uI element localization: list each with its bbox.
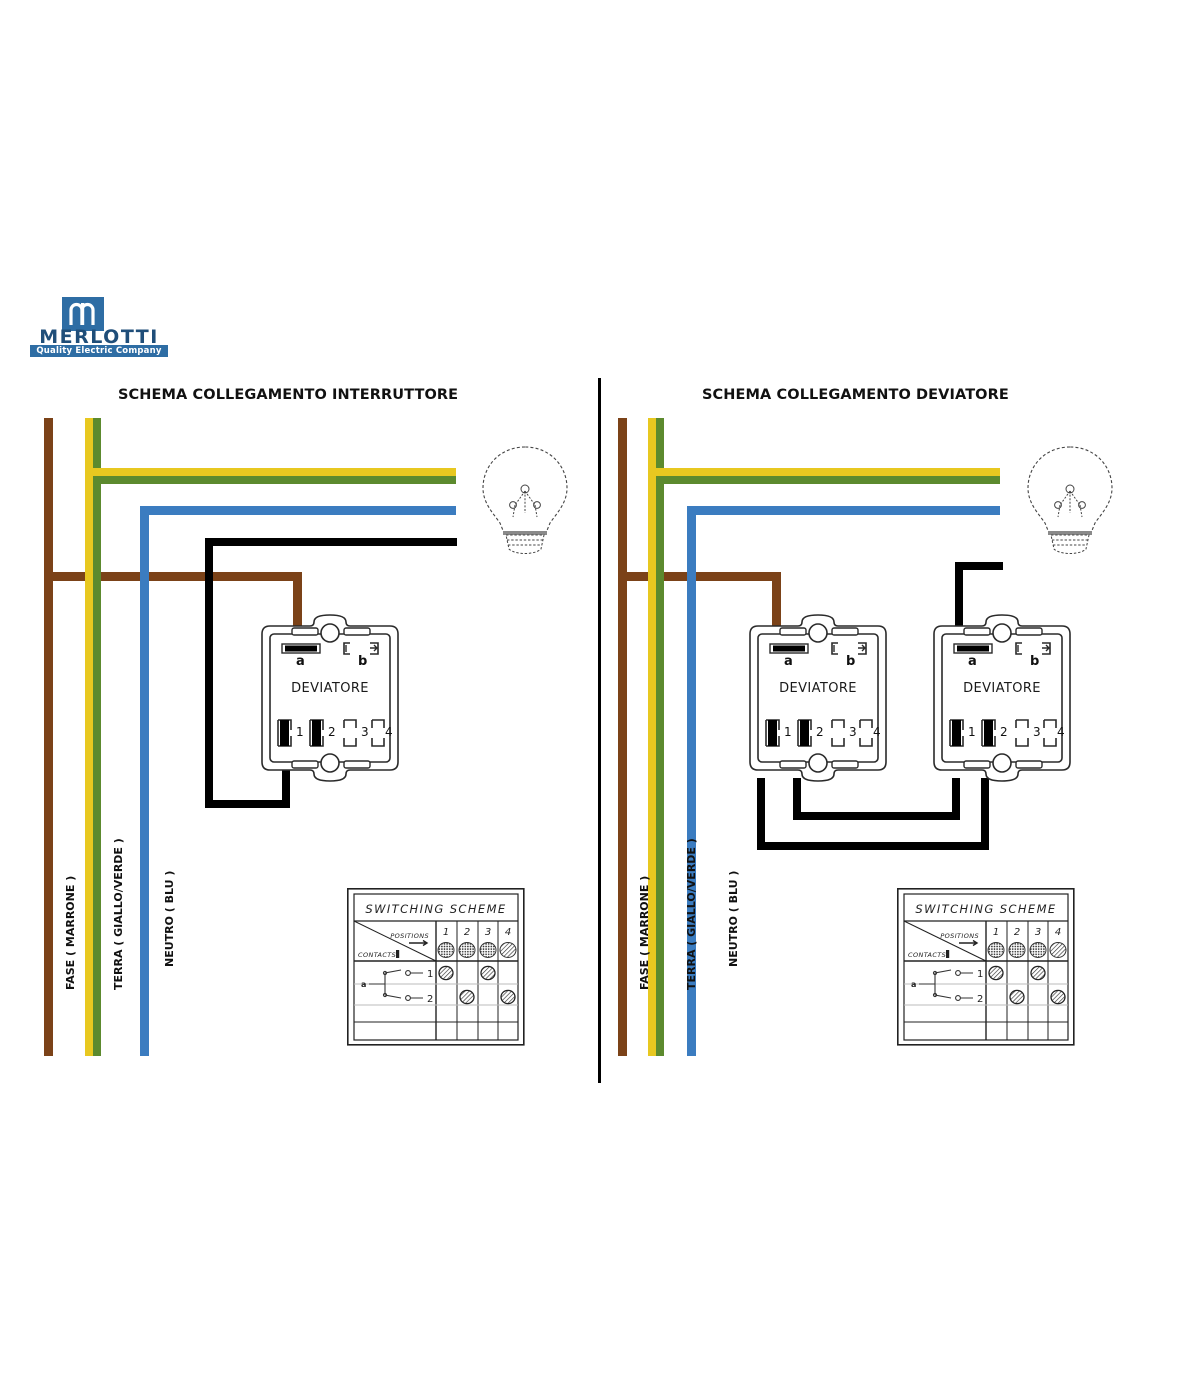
- svg-text:3: 3: [1035, 927, 1041, 938]
- device-name-label: DEVIATORE: [291, 681, 369, 696]
- wire-label-neutro-left: NEUTRO ( BLU ): [163, 870, 176, 967]
- svg-text:1: 1: [427, 969, 433, 980]
- svg-text:1: 1: [993, 927, 999, 938]
- terminal-4-connector: [1043, 719, 1057, 747]
- device-terminal-label-4: 4: [385, 725, 393, 739]
- device-terminal-label-b: b: [846, 654, 856, 669]
- terminal-2-connector: [981, 719, 996, 747]
- wire-label-terra-left: TERRA ( GIALLO/VERDE ): [112, 838, 125, 990]
- svg-text:2: 2: [464, 927, 470, 938]
- wire-switched-black-right: [955, 562, 1003, 630]
- light-bulb-icon-left: [482, 446, 568, 554]
- device-terminal-label-2: 2: [328, 725, 336, 739]
- device-terminal-label-4: 4: [1057, 725, 1065, 739]
- svg-text:a: a: [911, 980, 916, 989]
- svg-text:2: 2: [977, 994, 983, 1005]
- terminal-a-connector: [953, 643, 993, 654]
- terminal-4-connector: [371, 719, 385, 747]
- device-terminal-label-3: 3: [1033, 725, 1041, 739]
- terminal-b-connector: [831, 642, 867, 655]
- logo-tagline-text: Quality Electric Company: [36, 346, 162, 356]
- terminal-b-connector: [1015, 642, 1051, 655]
- light-bulb-icon-right: [1027, 446, 1113, 554]
- svg-text:POSITIONS: POSITIONS: [390, 932, 429, 940]
- device-terminal-label-3: 3: [361, 725, 369, 739]
- device-terminal-label-1: 1: [296, 725, 304, 739]
- terminal-1-connector: [949, 719, 964, 747]
- device-terminal-label-4: 4: [873, 725, 881, 739]
- wire-travelers-black-right: [757, 778, 989, 850]
- device-terminal-label-b: b: [358, 654, 368, 669]
- logo-wordmark: MERLOTTI: [30, 326, 168, 348]
- terminal-2-connector: [797, 719, 812, 747]
- wire-label-neutro-right: NEUTRO ( BLU ): [727, 870, 740, 967]
- company-logo: MERLOTTI Quality Electric Company: [30, 297, 168, 359]
- device-name-label: DEVIATORE: [963, 681, 1041, 696]
- wire-label-terra-right: TERRA ( GIALLO/VERDE ): [685, 838, 698, 990]
- terminal-3-connector: [831, 719, 845, 747]
- terminal-b-connector: [343, 642, 379, 655]
- device-terminal-label-1: 1: [968, 725, 976, 739]
- svg-text:2: 2: [1014, 927, 1020, 938]
- terminal-a-connector: [281, 643, 321, 654]
- device-terminal-label-3: 3: [849, 725, 857, 739]
- terminal-a-connector: [769, 643, 809, 654]
- svg-text:POSITIONS: POSITIONS: [940, 932, 979, 940]
- wire-label-fase-left: FASE ( MARRONE ): [64, 875, 77, 990]
- device-terminal-label-2: 2: [816, 725, 824, 739]
- terminal-2-connector: [309, 719, 324, 747]
- terminal-3-connector: [343, 719, 357, 747]
- wire-neutral-blue-right: [687, 506, 1000, 1056]
- svg-text:3: 3: [485, 927, 491, 938]
- device-deviatore-right-1[interactable]: a b DEVIATORE 1 2 3 4: [746, 612, 890, 784]
- svg-text:1: 1: [977, 969, 983, 980]
- svg-text:a: a: [361, 980, 366, 989]
- svg-text:CONTACTS: CONTACTS: [908, 951, 946, 959]
- terminal-1-connector: [765, 719, 780, 747]
- wire-label-fase-right: FASE ( MARRONE ): [638, 875, 651, 990]
- right-panel-wiring: [618, 418, 1003, 1056]
- panel-title-deviatore: SCHEMA COLLEGAMENTO DEVIATORE: [702, 387, 1009, 403]
- wire-neutral-blue-left: [140, 506, 456, 1056]
- switching-scheme-table-right: SWITCHING SCHEME POSITIONS CONTACTS 1 2 …: [897, 888, 1075, 1046]
- wire-phase-brown-right: [618, 418, 781, 1056]
- merlotti-m-mark-icon: [62, 297, 104, 331]
- terminal-4-connector: [859, 719, 873, 747]
- terminal-1-connector: [277, 719, 292, 747]
- wire-earth-yellow-green-left: [85, 418, 456, 1056]
- device-terminal-label-a: a: [968, 654, 977, 669]
- device-terminal-label-b: b: [1030, 654, 1040, 669]
- svg-text:SWITCHING SCHEME: SWITCHING SCHEME: [915, 902, 1056, 916]
- left-panel-wiring: [44, 418, 457, 1056]
- svg-text:CONTACTS: CONTACTS: [358, 951, 396, 959]
- svg-text:2: 2: [427, 994, 433, 1005]
- device-name-label: DEVIATORE: [779, 681, 857, 696]
- panel-divider: [598, 378, 601, 1083]
- svg-text:1: 1: [443, 927, 449, 938]
- device-deviatore-right-2[interactable]: a b DEVIATORE 1 2 3 4: [930, 612, 1074, 784]
- device-terminal-label-a: a: [296, 654, 305, 669]
- device-terminal-label-a: a: [784, 654, 793, 669]
- logo-tagline: Quality Electric Company: [30, 345, 168, 357]
- panel-title-interruttore: SCHEMA COLLEGAMENTO INTERRUTTORE: [118, 387, 459, 403]
- wire-switched-black-left: [205, 538, 457, 808]
- svg-text:4: 4: [1055, 927, 1061, 938]
- terminal-3-connector: [1015, 719, 1029, 747]
- svg-text:4: 4: [505, 927, 511, 938]
- wire-phase-brown-left: [44, 418, 302, 1056]
- wire-earth-yellow-green-right: [648, 418, 1000, 1056]
- svg-text:SWITCHING SCHEME: SWITCHING SCHEME: [365, 902, 506, 916]
- device-terminal-label-2: 2: [1000, 725, 1008, 739]
- switching-scheme-table-left: SWITCHING SCHEME POSITIONS CONTACTS 1 2 …: [347, 888, 525, 1046]
- device-terminal-label-1: 1: [784, 725, 792, 739]
- logo-wordmark-text: MERLOTTI: [39, 326, 159, 348]
- device-deviatore-left[interactable]: a b DEVIATORE 1 2 3 4: [258, 612, 402, 784]
